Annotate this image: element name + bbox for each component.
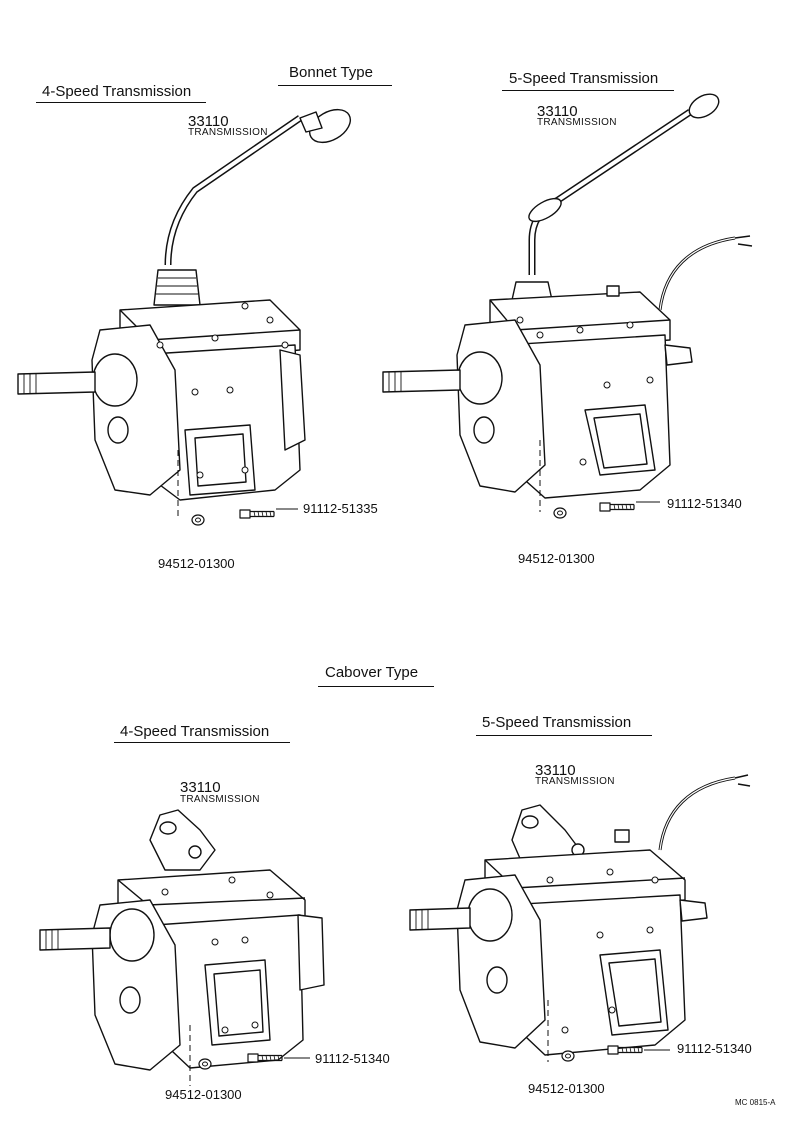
part-number: 33110	[535, 762, 576, 779]
bonnet-4speed-drawing	[17, 108, 351, 526]
part-name: TRANSMISSION	[537, 117, 617, 128]
part-number: 33110	[537, 103, 578, 120]
diagram-title-underline	[114, 742, 290, 743]
bolt-part-number: 91112-51335	[303, 501, 378, 516]
washer-part-number: 94512-01300	[165, 1087, 242, 1102]
part-number: 33110	[180, 779, 221, 796]
washer-part-number: 94512-01300	[158, 556, 235, 571]
cabover-type-title: Cabover Type	[325, 664, 419, 681]
bonnet-type-title: Bonnet Type	[289, 64, 373, 81]
diagram-title-underline	[476, 735, 652, 736]
figure-code: MC 0815-A	[735, 1098, 776, 1107]
part-name: TRANSMISSION	[188, 127, 268, 138]
bolt-part-number: 91112-51340	[677, 1041, 752, 1056]
bonnet-5speed-drawing	[382, 93, 753, 519]
washer-part-number: 94512-01300	[528, 1081, 605, 1096]
cabover-5speed-drawing	[409, 774, 751, 1062]
washer-part-number: 94512-01300	[518, 551, 595, 566]
cabover-title-underline	[318, 686, 434, 687]
diagram-title-underline	[36, 102, 206, 103]
part-name: TRANSMISSION	[535, 776, 615, 787]
diagram-title: 4-Speed Transmission	[120, 723, 270, 740]
bolt-part-number: 91112-51340	[315, 1051, 390, 1066]
diagram-title: 5-Speed Transmission	[509, 70, 659, 87]
part-number: 33110	[188, 113, 229, 130]
cabover-4speed-drawing	[39, 809, 325, 1086]
part-name: TRANSMISSION	[180, 794, 260, 805]
bolt-part-number: 91112-51340	[667, 496, 742, 511]
diagram-title: 4-Speed Transmission	[42, 83, 192, 100]
diagram-title: 5-Speed Transmission	[482, 714, 632, 731]
diagram-title-underline	[502, 90, 674, 91]
bonnet-title-underline	[278, 85, 392, 86]
